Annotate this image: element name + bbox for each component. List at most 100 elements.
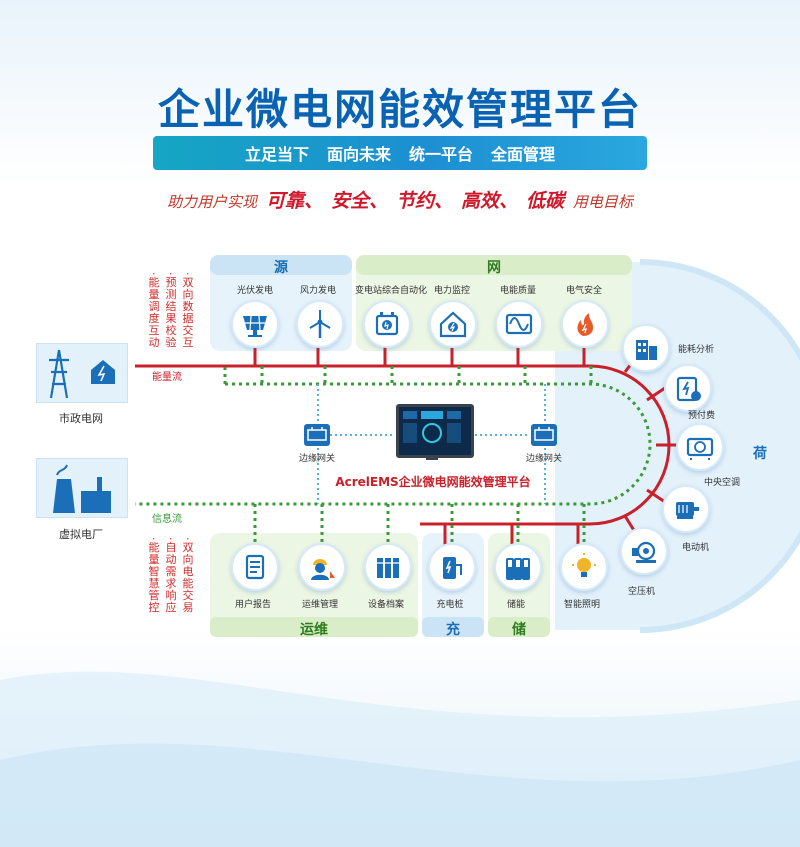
source-panel-header [210,255,352,275]
edge-gateway-left [304,424,330,446]
section-storage-label: 储 [512,622,526,638]
maintenance-worker-icon [311,559,335,580]
edge-gateway-left-label: 边缘网关 [298,454,335,464]
bottom-item-1 [231,543,279,591]
load-item-label-3: 中央空调 [704,478,741,488]
bottom-item-4 [428,543,476,591]
load-item-5 [620,527,668,575]
bottom-item-label-6: 智能照明 [563,600,600,610]
light-bulb-icon [572,553,596,577]
platform-monitor [396,404,474,458]
city-grid-box [36,343,128,403]
load-item-1 [622,324,670,372]
vpp-label: 虚拟电厂 [59,528,103,541]
bottom-function-2: ·自动需求响应 [164,537,177,614]
battery-storage-icon [506,558,530,580]
report-icon [245,554,265,580]
power-plant-icon [53,464,111,513]
air-compressor-icon [632,541,656,563]
grid-panel-header [356,255,632,275]
top-item-3 [363,300,411,348]
top-item-5 [495,300,543,348]
bottom-item-2 [298,543,346,591]
wave-decoration-2 [0,743,800,847]
slogan-1: 立足当下 [244,145,309,164]
vpp-box [36,458,128,518]
top-item-label-2: 风力发电 [299,286,336,296]
dashboard-screen-icon [403,411,461,443]
top-item-1 [231,300,279,348]
slogan-4: 全面管理 [491,145,556,164]
bottom-item-3 [364,543,412,591]
info-flow-label: 信息流 [152,514,182,525]
section-load-label: 荷 [753,446,767,462]
edge-gateway-right [531,424,557,446]
section-grid-label: 网 [487,260,501,276]
motor-icon [676,502,699,519]
storage-panel-footer [488,617,550,637]
goal-1: 可靠、 [265,190,323,212]
load-panel-edge [639,259,800,633]
bottom-function-1: ·能量智慧管控 [147,537,160,614]
top-item-label-4: 电力监控 [433,286,470,296]
bottom-item-label-2: 运维管理 [301,600,338,610]
power-tower-icon [49,349,115,399]
ops-panel-footer [210,617,418,637]
load-item-2 [664,364,712,412]
section-charge-label: 充 [446,622,460,638]
building-energy-icon [636,340,657,360]
bottom-item-label-5: 储能 [506,600,525,610]
goal-prefix: 助力用户实现 [167,193,258,211]
top-function-1: ·能量调度互动 [147,272,160,349]
top-item-label-5: 电能质量 [499,286,536,296]
top-function-3: ·双向数据交互 [181,272,194,349]
top-info-drops [260,366,593,384]
charge-panel-footer [422,617,484,637]
goal-line: 助力用户实现 可靠、安全、节约、高效、低碳 用电目标 [0,186,800,213]
goal-5: 低碳 [526,190,565,212]
monitor-stand [426,455,438,460]
gateway-icon [307,427,327,441]
top-function-2: ·预测结果校验 [164,272,177,349]
bottom-item-label-4: 充电桩 [436,600,464,610]
load-item-label-2: 预付费 [688,411,716,421]
bottom-item-label-3: 设备档案 [367,600,404,610]
bottom-item-6 [560,543,608,591]
gateway-icon [534,427,554,441]
section-ops-label: 运维 [300,622,328,638]
goal-2: 安全、 [330,190,388,212]
load-item-label-5: 空压机 [628,587,656,597]
energy-flow-label: 能量流 [152,372,182,383]
bottom-item-label-1: 用户报告 [234,600,271,610]
load-item-4 [662,485,710,533]
slogan-3: 统一平台 [409,145,474,164]
load-item-3 [676,423,724,471]
bottom-energy-risers [443,524,580,545]
air-conditioner-icon [686,437,714,460]
load-item-label-1: 能耗分析 [678,345,715,355]
slogan-banner: 立足当下 面向未来 统一平台 全面管理 [153,136,647,170]
edge-gateway-right-label: 边缘网关 [525,454,562,464]
platform-label: AcrelEMS企业微电网能效管理平台 [335,475,531,489]
top-item-label-3: 变电站综合自动化 [355,286,428,296]
load-item-label-4: 电动机 [682,543,710,553]
top-item-2 [296,300,344,348]
goal-4: 高效、 [461,190,519,212]
top-item-label-6: 电气安全 [565,286,602,296]
top-item-6 [561,300,609,348]
solar-panel-icon [243,315,267,337]
power-monitor-icon [439,311,467,338]
goal-suffix: 用电目标 [572,193,633,211]
bottom-item-5 [494,543,542,591]
charging-pile-icon [443,557,462,579]
file-archive-icon [377,558,399,578]
top-item-label-1: 光伏发电 [236,286,273,296]
slogan-2: 面向未来 [326,145,391,164]
electric-safety-icon [577,313,594,336]
substation-icon [375,312,399,336]
prepaid-card-icon [676,376,701,402]
bottom-function-3: ·双向电能交易 [181,537,194,614]
top-item-4 [429,300,477,348]
page-title: 企业微电网能效管理平台 [157,85,642,134]
goal-3: 节约、 [395,190,453,212]
